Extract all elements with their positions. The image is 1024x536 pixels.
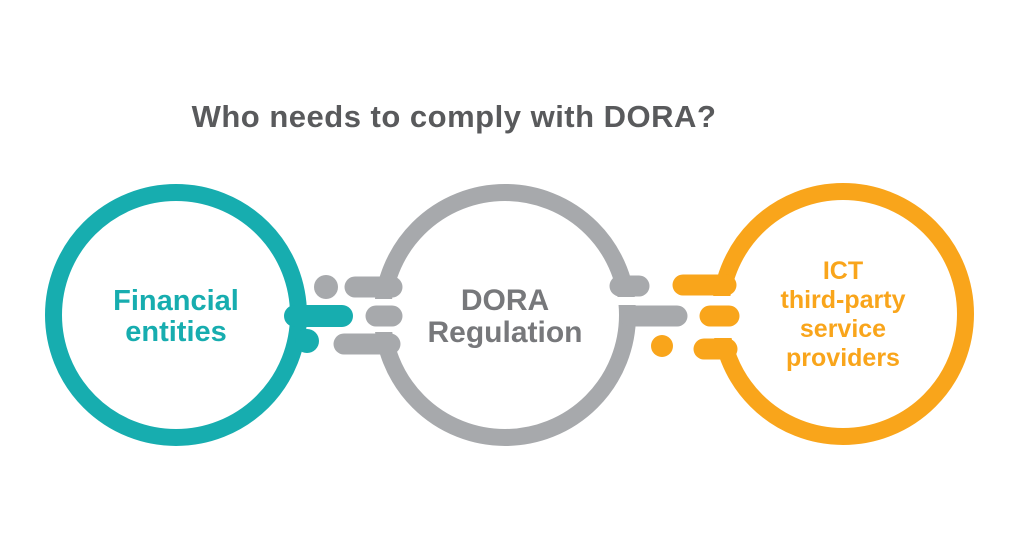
node-ict-providers: ICT third-party service providers <box>781 257 906 373</box>
connector-right-orange-dot <box>651 335 673 357</box>
node-label-line: Financial <box>113 285 239 317</box>
diagram-title: Who needs to comply with DORA? <box>191 98 717 134</box>
node-label-line: Regulation <box>427 316 583 349</box>
node-label-line: ICT <box>822 257 864 285</box>
connector-left-teal-dot <box>295 329 319 353</box>
node-label-line: third-party <box>780 286 906 314</box>
node-label-line: service <box>799 315 887 343</box>
node-label-line: entities <box>125 316 227 348</box>
node-label-line: DORA <box>460 284 550 317</box>
node-financial-entities: Financial entities <box>113 286 239 348</box>
node-label-line: providers <box>786 344 900 372</box>
gray-ring-right-gap <box>606 297 650 305</box>
node-dora-regulation: DORA Regulation <box>428 285 583 349</box>
connector-left-gray-dot <box>314 275 338 299</box>
